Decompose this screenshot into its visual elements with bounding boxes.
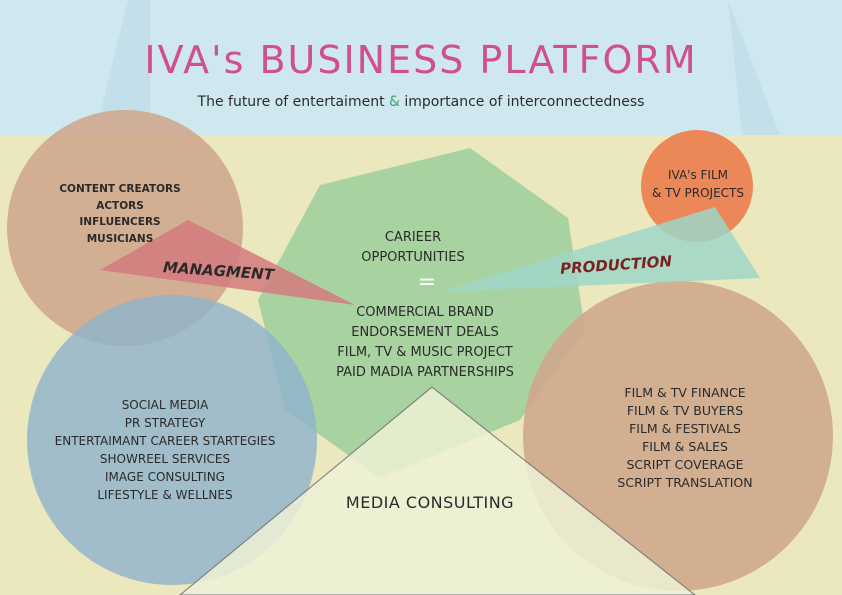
page-title: IVA's BUSINESS PLATFORM: [144, 38, 698, 82]
film-list: FILM & TV FINANCE FILM & TV BUYERS FILM …: [595, 384, 775, 492]
film-item: FILM & TV BUYERS: [626, 403, 744, 418]
equals-sign: =: [417, 270, 437, 295]
projects-line: & TV PROJECTS: [652, 186, 744, 200]
management-wedge: [100, 220, 355, 305]
role-item: CONTENT CREATORS: [59, 183, 181, 195]
career-hexagon: [258, 148, 585, 478]
career-line: CARIEER: [384, 230, 442, 245]
role-item: INFLUENCERS: [79, 216, 161, 228]
service-item: PR STRATEGY: [124, 416, 206, 430]
role-item: MUSICIANS: [86, 232, 154, 245]
subtitle-part-2: importance of interconnectedness: [404, 94, 645, 110]
film-item: SCRIPT COVERAGE: [626, 457, 744, 472]
career-item: PAID MADIA PARTNERSHIPS: [336, 365, 514, 380]
subtitle-part-1: The future of entertaiment: [197, 94, 385, 110]
film-item: FILM & SALES: [642, 439, 728, 454]
projects-circle: [641, 130, 753, 242]
media-consulting-triangle: [179, 386, 696, 595]
career-item: FILM, TV & MUSIC PROJECT: [337, 345, 513, 360]
service-item: ENTERTAIMANT CAREER STARTEGIES: [54, 434, 276, 448]
film-item: FILM & TV FINANCE: [624, 385, 746, 400]
subtitle-ampersand: &: [389, 94, 400, 110]
projects-line: IVA's FILM: [667, 168, 729, 182]
media-consulting-label: MEDIA CONSULTING: [345, 493, 515, 512]
services-list: SOCIAL MEDIA PR STRATEGY ENTERTAIMANT CA…: [40, 396, 290, 504]
film-circle: [523, 281, 833, 591]
career-line: OPPORTUNITIES: [361, 250, 465, 265]
projects-text: IVA's FILM & TV PROJECTS: [642, 166, 754, 202]
career-opportunities: CARIEER OPPORTUNITIES: [338, 228, 488, 268]
production-wedge: [440, 207, 760, 292]
service-item: LIFESTYLE & WELLNES: [97, 488, 233, 502]
service-item: IMAGE CONSULTING: [105, 470, 225, 484]
service-item: SOCIAL MEDIA: [121, 398, 209, 412]
management-roles: CONTENT CREATORS ACTORS INFLUENCERS MUSI…: [40, 181, 200, 247]
service-item: SHOWREEL SERVICES: [99, 452, 231, 466]
header-right-facet: [728, 0, 780, 135]
services-circle: [27, 295, 317, 585]
management-circle: [7, 110, 243, 346]
film-item: FILM & FESTIVALS: [629, 421, 741, 436]
film-item: SCRIPT TRANSLATION: [617, 475, 753, 490]
role-item: ACTORS: [96, 199, 144, 212]
career-items: COMMERCIAL BRAND ENDORSEMENT DEALS FILM,…: [320, 303, 530, 383]
career-item: COMMERCIAL BRAND: [356, 305, 494, 320]
page-subtitle: The future of entertaiment & importance …: [0, 94, 842, 110]
header-left-facet: [95, 0, 150, 135]
career-item: ENDORSEMENT DEALS: [351, 325, 499, 340]
